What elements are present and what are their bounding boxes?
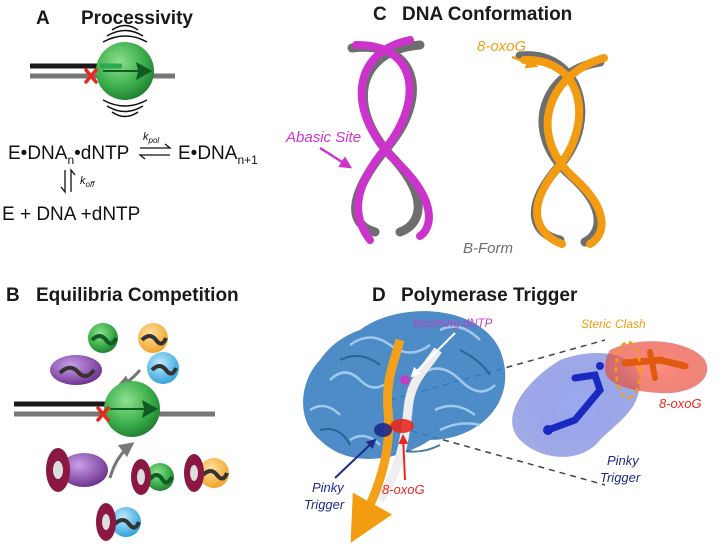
panel-d-letter: D: [372, 285, 386, 306]
motion-arcs-top: [102, 24, 148, 43]
panel-d-title: Polymerase Trigger: [401, 285, 578, 306]
equation-right-main: E•DNA: [178, 143, 238, 164]
b-form-label: B-Form: [463, 240, 513, 257]
koff-sub: off: [86, 180, 96, 189]
incoming-dntp-marker: [400, 375, 410, 385]
bound-purple-factor: [46, 448, 108, 492]
pinky-trigger-surface: [512, 352, 640, 457]
free-purple-factor: [50, 355, 102, 385]
pinky-trigger-right-line1: Pinky: [607, 453, 640, 468]
equation-left-tail: •dNTP: [74, 143, 129, 164]
oxog-surface: [605, 341, 708, 394]
abasic-site-arrow: [319, 146, 353, 169]
free-cyan-factor: [147, 352, 179, 384]
steric-clash-ring: [614, 340, 642, 400]
pinky-site-marker: [374, 423, 392, 437]
free-green-factor: [88, 323, 118, 353]
oxog-top-arrow: [511, 55, 539, 69]
bound-orange-factor: [184, 454, 229, 492]
equation-right: E•DNAn+1: [178, 143, 258, 167]
free-orange-factor: [138, 323, 168, 353]
template-dna-ribbon: [376, 347, 442, 503]
panel-c: C DNA Conformation Abasic Site 8-oxoG B-…: [285, 4, 608, 257]
b-polymerase-direction-arrow: [110, 400, 158, 418]
pinky-trigger-left-arrow: [334, 438, 377, 479]
pinky-trigger-right-line2: Trigger: [600, 470, 641, 485]
b-lesion-x-icon: [96, 406, 110, 422]
bound-green-factor: [131, 459, 174, 495]
kpol-equilibrium-arrows: [138, 143, 172, 160]
abasic-helix: [347, 36, 433, 244]
equation-left: E•DNAn•dNTP: [8, 143, 129, 167]
bound-cyan-factor: [96, 503, 141, 541]
panel-a-title: Processivity: [81, 8, 193, 29]
koff-equilibrium-arrows: [60, 168, 76, 194]
oxog-right-label: 8-oxoG: [659, 396, 702, 411]
oxog-helix: [515, 51, 608, 248]
kpol-label: kpol: [143, 131, 159, 145]
polymerase-structure: [303, 311, 506, 459]
oxog-site-marker: [390, 419, 414, 433]
panel-a-letter: A: [36, 8, 50, 29]
kpol-sub: pol: [148, 136, 160, 145]
polymerase-direction-arrow: [103, 62, 152, 80]
oxog-strand-2: [543, 54, 608, 248]
panel-c-letter: C: [373, 4, 387, 25]
kpol-k: k: [143, 131, 149, 143]
panel-b-letter: B: [6, 285, 20, 306]
panel-a: A Processivity E•DNAn•dNTP E: [2, 8, 258, 225]
equation-right-sub: n+1: [237, 153, 258, 167]
oxog-bottom-arrow: [398, 434, 409, 481]
pinky-trigger-left-line2: Trigger: [304, 497, 345, 512]
steric-clash-label: Steric Clash: [581, 317, 646, 331]
equation-left-main: E•DNA: [8, 143, 68, 164]
panel-b: B Equilibria Competition: [6, 285, 239, 541]
binding-arrow-up: [108, 442, 135, 479]
koff-k: k: [80, 175, 86, 187]
panel-d: D Polymerase Trigger: [303, 285, 708, 543]
pinky-trigger-left-line1: Pinky: [312, 480, 345, 495]
primer-dna-ribbon: [350, 338, 405, 543]
lesion-x-icon: [84, 68, 98, 84]
koff-label: koff: [80, 175, 95, 189]
equation-left-sub: n: [67, 153, 74, 167]
panel-c-title: DNA Conformation: [402, 4, 572, 25]
motion-arcs-bottom: [102, 99, 148, 118]
oxog-top-label: 8-oxoG: [477, 38, 527, 55]
incoming-dntp-label: Incoming dNTP: [413, 318, 493, 330]
oxog-bottom-label: 8-oxoG: [382, 482, 425, 497]
panel-b-title: Equilibria Competition: [36, 285, 239, 306]
abasic-strand-2: [357, 36, 433, 240]
incoming-dntp-arrow: [410, 332, 456, 378]
equation-bottom: E + DNA +dNTP: [2, 204, 140, 225]
abasic-site-label: Abasic Site: [285, 129, 361, 146]
